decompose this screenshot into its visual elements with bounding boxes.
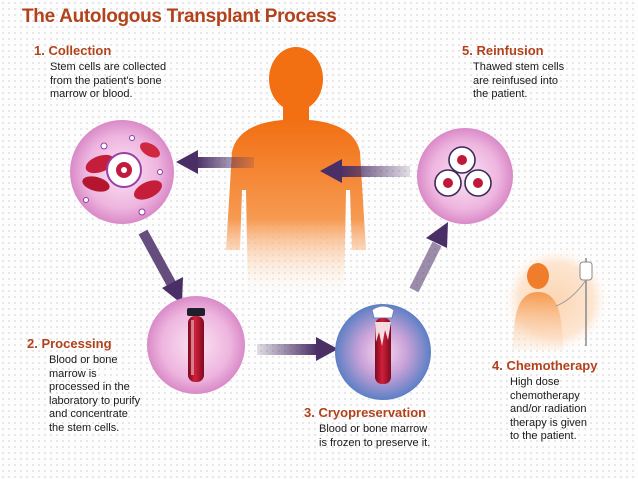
text-line: the stem cells. bbox=[49, 421, 120, 434]
arrow-cryopreservation-to-reinfusion bbox=[409, 222, 448, 293]
chemotherapy-illustration bbox=[502, 246, 610, 354]
processing-illustration bbox=[147, 296, 245, 394]
step-collection-heading: 1. Collection bbox=[34, 43, 112, 58]
text-line: marrow is bbox=[49, 367, 97, 380]
step-cryopreservation-heading: 3. Cryopreservation bbox=[304, 405, 427, 420]
diagram-title: The Autologous Transplant Process bbox=[22, 6, 337, 27]
arrow-reinfusion-to-patient bbox=[320, 159, 410, 183]
cryopreservation-illustration bbox=[335, 304, 431, 400]
text-line: chemotherapy bbox=[510, 389, 580, 402]
step-chemotherapy-heading: 4. Chemotherapy bbox=[492, 358, 598, 373]
text-line: marrow or blood. bbox=[50, 88, 133, 101]
step-processing: 2. Processing Blood or bone marrow is pr… bbox=[27, 336, 140, 436]
text-line: and concentrate bbox=[49, 408, 128, 421]
step-chemotherapy-text: High dose chemotherapy and/or radiation … bbox=[510, 376, 597, 444]
text-line: processed in the bbox=[49, 381, 130, 394]
text-line: Thawed stem cells bbox=[473, 61, 565, 73]
step-processing-heading: 2. Processing bbox=[27, 336, 112, 351]
collection-illustration bbox=[70, 120, 174, 224]
step-cryopreservation: 3. Cryopreservation Blood or bone marrow… bbox=[304, 405, 430, 450]
step-chemotherapy: 4. Chemotherapy High dose chemotherapy a… bbox=[492, 358, 597, 444]
text-line: therapy is given bbox=[510, 416, 588, 429]
arrow-patient-to-collection bbox=[176, 150, 254, 174]
text-line: High dose bbox=[510, 376, 560, 388]
step-cryopreservation-text: Blood or bone marrow is frozen to preser… bbox=[319, 423, 430, 450]
text-line: and/or radiation bbox=[510, 403, 587, 416]
text-line: are reinfused into bbox=[473, 74, 558, 87]
arrow-collection-to-processing bbox=[138, 229, 183, 304]
text-line: laboratory to purify bbox=[49, 394, 141, 407]
text-line: is frozen to preserve it. bbox=[319, 436, 431, 449]
step-collection-text: Stem cells are collected from the patien… bbox=[50, 61, 166, 102]
step-collection: 1. Collection Stem cells are collected f… bbox=[34, 43, 166, 102]
text-line: Stem cells are collected bbox=[50, 61, 167, 73]
text-line: Blood or bone marrow bbox=[319, 423, 428, 435]
text-line: to the patient. bbox=[510, 430, 577, 443]
step-reinfusion-heading: 5. Reinfusion bbox=[462, 43, 544, 58]
reinfusion-illustration bbox=[417, 128, 513, 224]
arrow-processing-to-cryopreservation bbox=[257, 337, 338, 361]
step-reinfusion: 5. Reinfusion Thawed stem cells are rein… bbox=[462, 43, 564, 102]
text-line: from the patient's bone bbox=[50, 74, 162, 87]
step-reinfusion-text: Thawed stem cells are reinfused into the… bbox=[473, 61, 564, 102]
text-line: the patient. bbox=[473, 88, 528, 101]
step-processing-text: Blood or bone marrow is processed in the… bbox=[49, 354, 140, 436]
text-line: Blood or bone bbox=[49, 354, 118, 366]
